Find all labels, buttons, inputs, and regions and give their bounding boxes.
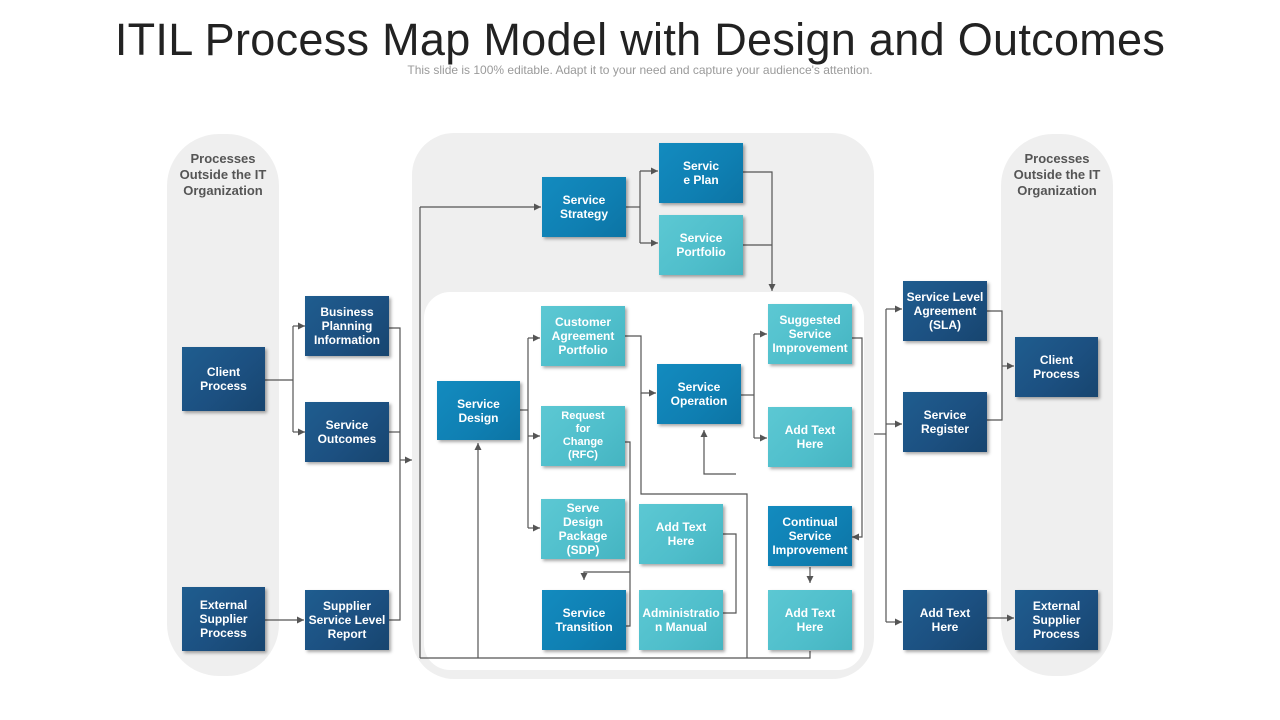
add-text-box-2: Add Text Here [768, 407, 852, 467]
client-process-box: Client Process [182, 347, 265, 411]
service-outcomes-box: Service Outcomes [305, 402, 389, 462]
add-text-box-4: Add Text Here [903, 590, 987, 650]
service-register-box: Service Register [903, 392, 987, 452]
page-subtitle: This slide is 100% editable. Adapt it to… [407, 63, 873, 77]
external-supplier-process-box: External Supplier Process [182, 587, 265, 651]
admin-manual-box: Administratio n Manual [639, 590, 723, 650]
rfc-box: Request for Change (RFC) [541, 406, 625, 466]
right-outside-panel [1001, 134, 1113, 676]
service-strategy-box: Service Strategy [542, 177, 626, 237]
left-column-label: Processes Outside the IT Organization [179, 151, 267, 198]
business-planning-box: Business Planning Information [305, 296, 389, 356]
service-plan-box: Servic e Plan [659, 143, 743, 203]
add-text-box-1: Add Text Here [639, 504, 723, 564]
sla-box: Service Level Agreement (SLA) [903, 281, 987, 341]
add-text-box-3: Add Text Here [768, 590, 852, 650]
right-external-supplier-process-box: External Supplier Process [1015, 590, 1098, 650]
supplier-report-box: Supplier Service Level Report [305, 590, 389, 650]
service-transition-box: Service Transition [542, 590, 626, 650]
service-operation-box: Service Operation [657, 364, 741, 424]
page-title: ITIL Process Map Model with Design and O… [114, 14, 1166, 65]
suggested-improvement-box: Suggested Service Improvement [768, 304, 852, 364]
sdp-box: Serve Design Package (SDP) [541, 499, 625, 559]
right-column-label: Processes Outside the IT Organization [1013, 151, 1101, 198]
right-client-process-box: Client Process [1015, 337, 1098, 397]
service-design-box: Service Design [437, 381, 520, 440]
csi-box: Continual Service Improvement [768, 506, 852, 566]
customer-agreement-box: Customer Agreement Portfolio [541, 306, 625, 366]
service-portfolio-box: Service Portfolio [659, 215, 743, 275]
